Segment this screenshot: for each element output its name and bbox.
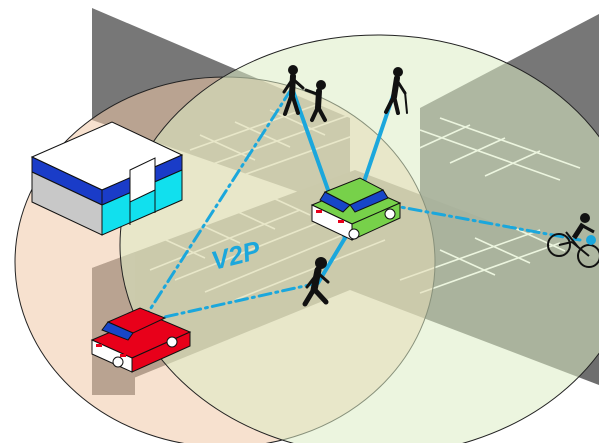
- link-red-car-to-walking-pedestrian: [140, 281, 320, 324]
- elderly-pedestrian-icon: [384, 67, 408, 115]
- walking-pedestrian-icon: [302, 257, 330, 307]
- cyclist-icon: [547, 213, 599, 268]
- green-car-communication-range: [119, 34, 599, 443]
- red-car-icon: [90, 307, 192, 373]
- walking-pair-icon: [282, 65, 327, 122]
- green-car-icon: [310, 177, 402, 241]
- link-red-car-to-walking-pair: [140, 86, 294, 324]
- building-icon: [30, 121, 184, 236]
